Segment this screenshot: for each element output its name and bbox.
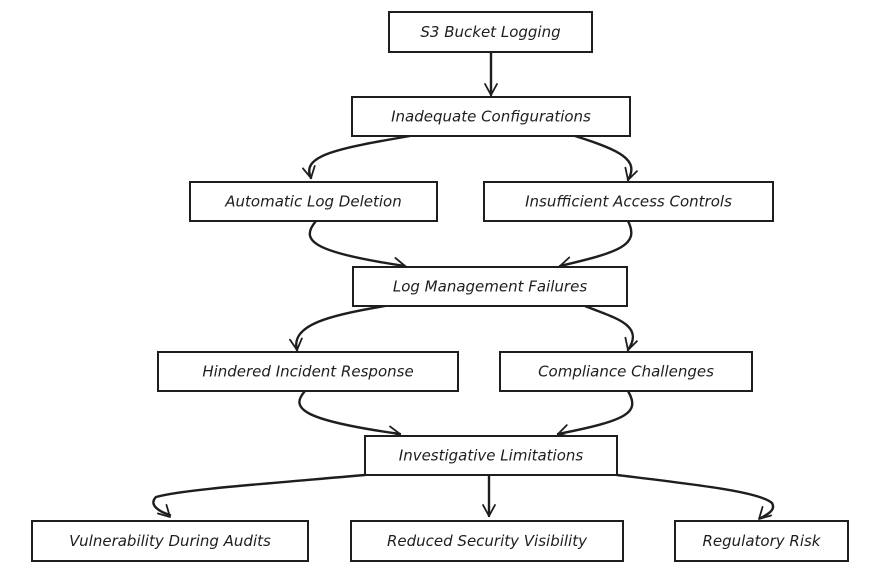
node-incident[interactable]: Hindered Incident Response [157,351,459,392]
node-label: Reduced Security Visibility [387,532,588,550]
node-box [351,96,631,137]
connector-line [308,219,407,268]
arrowhead-icon [758,506,772,520]
edge-compliance-to-investig [556,389,634,438]
arrowhead-icon [289,337,303,351]
node-box [388,11,593,53]
connector-line [583,304,635,352]
node-box [483,181,774,222]
edge-access-to-logmgmt [558,219,633,271]
node-audits[interactable]: Vulnerability During Audits [31,520,309,562]
connector-line [152,473,367,517]
connector-line [308,134,412,180]
node-access[interactable]: Insufficient Access Controls [483,181,774,222]
arrowhead-icon [157,504,171,518]
node-label: Compliance Challenges [538,363,714,381]
edge-s3-to-inadequate [484,50,498,97]
node-label: Investigative Limitations [399,447,584,465]
node-box [189,181,438,222]
node-box [352,266,628,307]
node-compliance[interactable]: Compliance Challenges [499,351,753,392]
node-label: Log Management Failures [393,278,587,296]
node-investig[interactable]: Investigative Limitations [364,435,618,476]
edge-inadequate-to-access [573,134,638,182]
node-label: Inadequate Configurations [391,108,591,126]
node-s3[interactable]: S3 Bucket Logging [388,11,593,53]
edge-investig-to-audits [152,473,367,518]
edge-autodel-to-logmgmt [308,219,407,271]
node-label: Insufficient Access Controls [525,193,732,211]
edge-incident-to-investig [298,389,402,440]
arrowhead-icon [624,336,638,351]
edge-investig-to-regulatory [615,473,775,520]
arrowhead-icon [484,83,498,96]
connector-line [295,304,387,352]
edge-logmgmt-to-incident [289,304,387,352]
node-visibility[interactable]: Reduced Security Visibility [350,520,624,562]
node-label: Regulatory Risk [702,532,821,550]
node-box [157,351,459,392]
node-label: Automatic Log Deletion [224,193,401,211]
node-regulatory[interactable]: Regulatory Risk [674,520,849,562]
connector-line [615,473,775,520]
arrowhead-icon [624,166,638,181]
arrowhead-icon [482,504,496,517]
edge-inadequate-to-autodel [302,134,412,180]
connector-line [298,389,402,436]
node-label: S3 Bucket Logging [420,23,560,41]
arrowhead-icon [302,165,316,179]
connector-line [573,134,633,182]
node-box [674,520,849,562]
node-logmgmt[interactable]: Log Management Failures [352,266,628,307]
connector-line [556,389,634,436]
edges-layer [152,50,775,520]
node-box [499,351,753,392]
connector-line [558,219,633,268]
edge-logmgmt-to-compliance [583,304,638,352]
node-inadequate[interactable]: Inadequate Configurations [351,96,631,137]
node-label: Hindered Incident Response [202,363,413,381]
node-box [31,520,309,562]
node-autodel[interactable]: Automatic Log Deletion [189,181,438,222]
edge-investig-to-visibility [482,473,496,518]
node-label: Vulnerability During Audits [69,532,271,550]
node-box [350,520,624,562]
node-box [364,435,618,476]
